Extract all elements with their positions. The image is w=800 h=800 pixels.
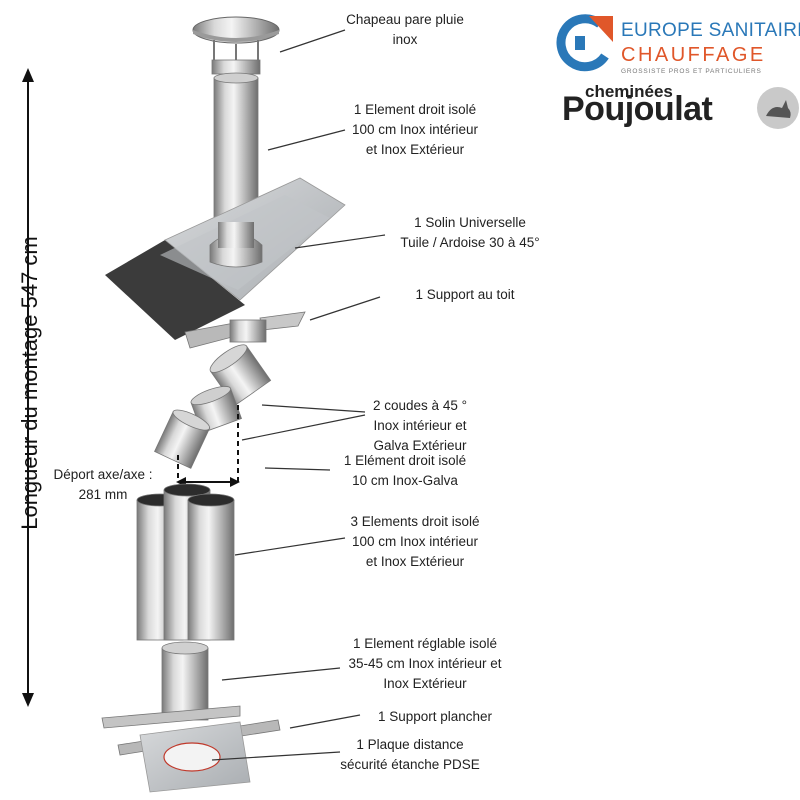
- label-element-reglable: 1 Element réglable isolé 35-45 cm Inox i…: [348, 636, 502, 691]
- solin-part: [105, 177, 346, 340]
- europe-sanitaire-emblem-icon: [556, 14, 613, 72]
- label-element-droit-top: 1 Element droit isolé 100 cm Inox intéri…: [351, 102, 479, 157]
- support-toit-part: [184, 311, 306, 349]
- element-reglable-part: [161, 641, 209, 721]
- label-coudes: 2 coudes à 45 ° Inox intérieur et Galva …: [373, 398, 467, 453]
- europe-sanitaire-line2: CHAUFFAGE: [621, 44, 766, 66]
- label-support-toit: 1 Support au toit: [415, 287, 515, 302]
- label-solin: 1 Solin Universelle Tuile / Ardoise 30 à…: [400, 215, 540, 250]
- height-dimension-label: Longueur du montage 547 cm: [17, 236, 42, 530]
- element-droit-top-part: [213, 72, 259, 224]
- europe-sanitaire-line1: EUROPE SANITAIRE: [621, 20, 800, 41]
- label-elements-droit: 3 Elements droit isolé 100 cm Inox intér…: [350, 514, 480, 569]
- offset-guides: [176, 405, 240, 487]
- plaque-part: [139, 721, 251, 793]
- label-element-droit-10: 1 Elément droit isolé 10 cm Inox-Galva: [343, 453, 467, 488]
- offset-label: Déport axe/axe : 281 mm: [53, 467, 153, 502]
- europe-sanitaire-logo: EUROPE SANITAIRE CHAUFFAGE GROSSISTE PRO…: [555, 10, 800, 80]
- poujoulat-logo: cheminées Poujoulat: [560, 80, 800, 135]
- coudes-part: [154, 344, 272, 469]
- label-plaque-distance: 1 Plaque distance sécurité étanche PDSE: [340, 737, 480, 772]
- label-chapeau: Chapeau pare pluie inox: [346, 12, 464, 47]
- height-dimension-arrow: [22, 68, 34, 707]
- poujoulat-line1: cheminées: [585, 82, 673, 101]
- label-support-plancher: 1 Support plancher: [377, 709, 493, 724]
- poujoulat-line2: Poujoulat: [562, 90, 713, 128]
- poujoulat-cat-icon: [757, 87, 799, 129]
- elements-droit-part: [136, 483, 235, 641]
- europe-sanitaire-tagline: GROSSISTE PROS ET PARTICULIERS: [621, 68, 762, 75]
- leader-lines: [211, 29, 386, 761]
- chapeau-part: [192, 16, 280, 75]
